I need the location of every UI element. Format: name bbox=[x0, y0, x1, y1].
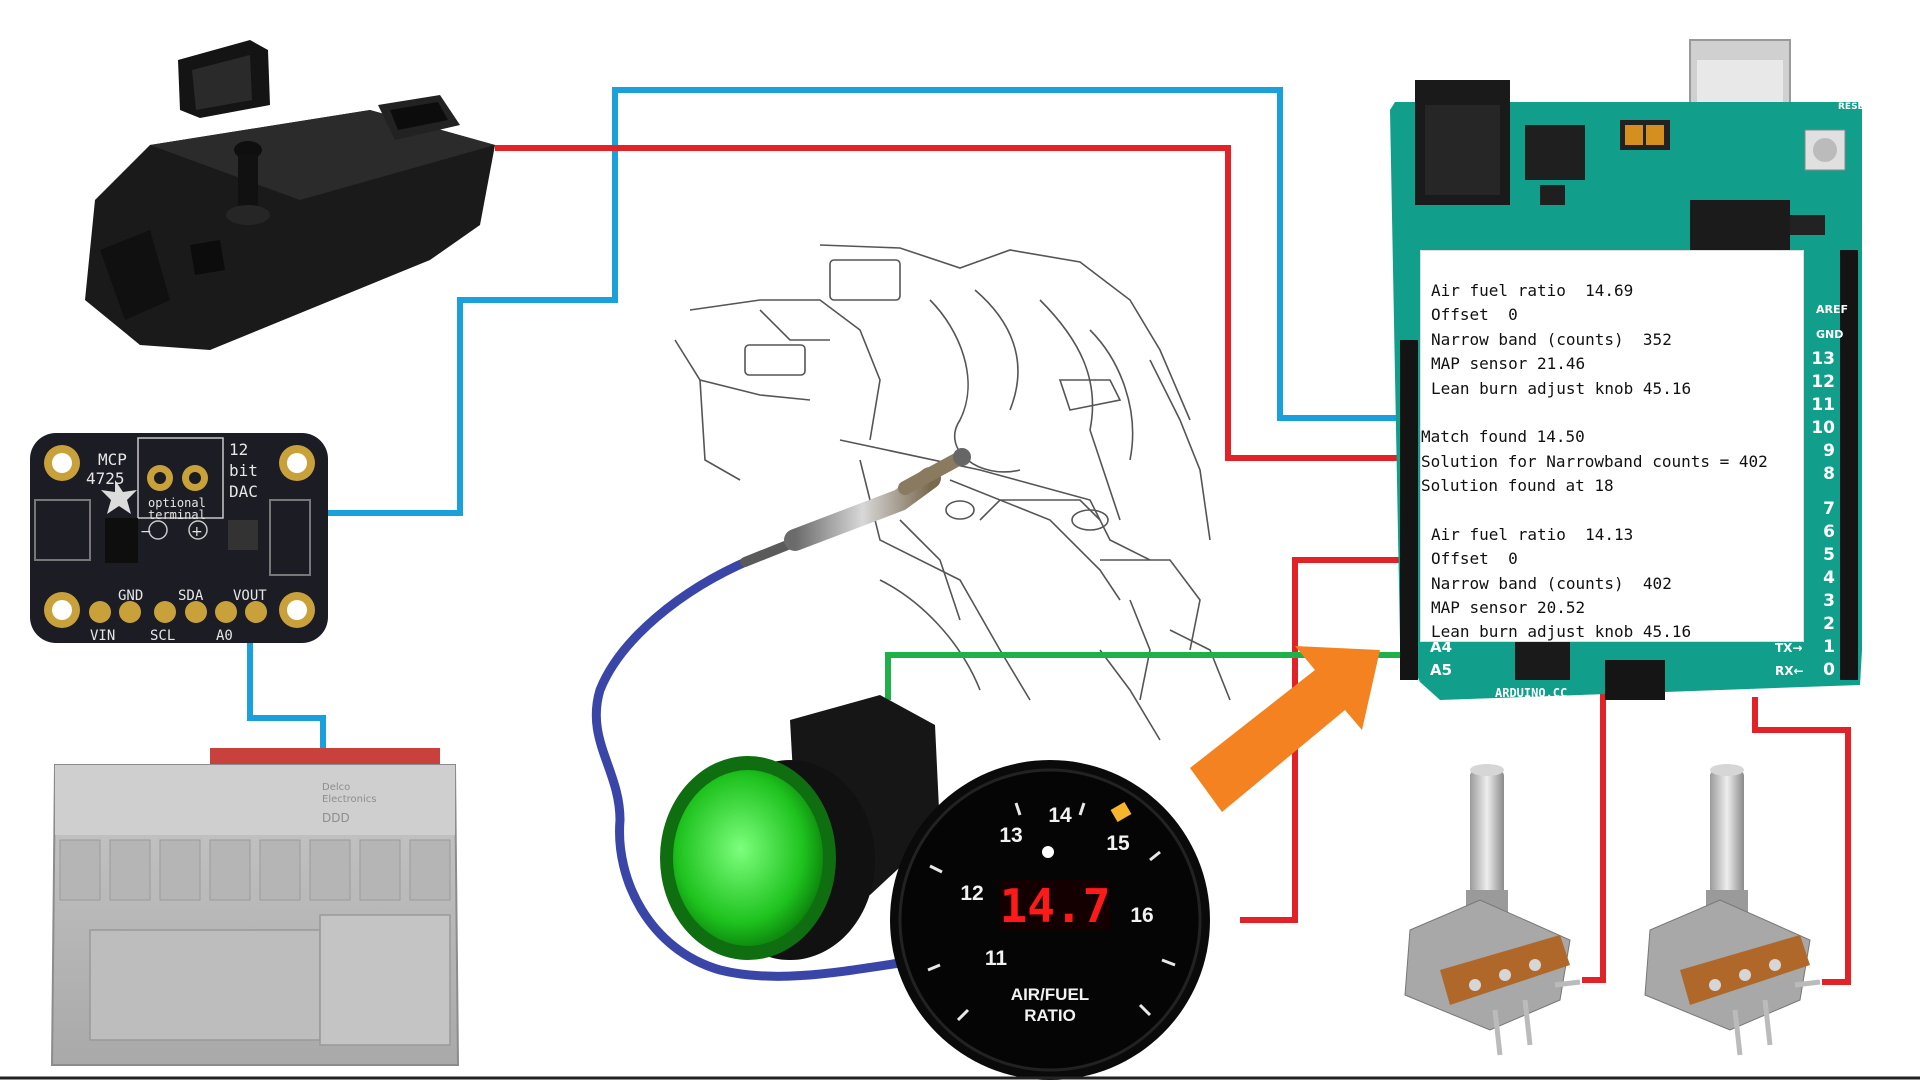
arduino-pin-8: 8 bbox=[1823, 464, 1835, 484]
arduino-pin-7: 7 bbox=[1823, 499, 1835, 519]
arduino-pin-5: 5 bbox=[1823, 545, 1835, 565]
dac-plus-icon: + bbox=[191, 524, 203, 540]
arduino-pin-11: 11 bbox=[1811, 395, 1835, 415]
arduino-gnd-label: GND bbox=[1816, 328, 1843, 341]
serial-narrowband-2: Narrow band (counts) 402 bbox=[1431, 573, 1672, 593]
ecu-brand-1: Delco bbox=[322, 782, 350, 793]
arduino-pin-3: 3 bbox=[1823, 591, 1835, 611]
arduino-reset-label: RESET bbox=[1838, 102, 1871, 112]
gauge-label-airfuel: AIR/FUEL bbox=[1011, 985, 1089, 1004]
gauge-tick-12: 12 bbox=[960, 882, 983, 905]
gauge-tick-11: 11 bbox=[985, 947, 1008, 970]
serial-knob-2: Lean burn adjust knob 45.16 bbox=[1431, 622, 1692, 642]
arduino-pin-12: 12 bbox=[1811, 372, 1835, 392]
serial-afr-1: Air fuel ratio 14.69 bbox=[1431, 281, 1634, 300]
arduino-pin-9: 9 bbox=[1823, 441, 1835, 461]
gauge-tick-14: 14 bbox=[1048, 804, 1072, 827]
signal-arrow bbox=[1190, 646, 1380, 812]
serial-map-1: MAP sensor 21.46 bbox=[1431, 354, 1586, 374]
dac-board: MCP 4725 12 bit DAC optional terminal − … bbox=[30, 433, 328, 644]
serial-afr-2: Air fuel ratio 14.13 bbox=[1431, 524, 1634, 544]
arduino-pin-13: 13 bbox=[1811, 349, 1835, 369]
arduino-pin-4: 4 bbox=[1823, 568, 1835, 588]
dac-resolution-3: DAC bbox=[229, 482, 258, 501]
serial-solution-at: Solution found at 18 bbox=[1421, 476, 1614, 496]
gauge-tick-16: 16 bbox=[1130, 904, 1153, 927]
dac-pin-sda: SDA bbox=[178, 588, 204, 604]
dac-pin-scl: SCL bbox=[150, 628, 175, 644]
serial-offset-1: Offset 0 bbox=[1431, 305, 1518, 325]
dac-pin-a0: A0 bbox=[216, 628, 233, 644]
engine-sketch bbox=[674, 244, 1231, 741]
o2-sensor bbox=[591, 448, 971, 981]
arduino-pin-10: 10 bbox=[1811, 418, 1835, 438]
wire-blue-dac-to-arduino bbox=[247, 87, 1440, 758]
serial-narrowband-1: Narrow band (counts) 352 bbox=[1431, 329, 1672, 349]
potentiometer-2 bbox=[1644, 764, 1821, 1056]
dac-terminal-2: terminal bbox=[148, 508, 206, 522]
arduino-pin-6: 6 bbox=[1823, 522, 1835, 542]
arduino-aref-label: AREF bbox=[1816, 303, 1848, 316]
dac-chip-number: 4725 bbox=[86, 469, 125, 488]
dac-chip-label: MCP bbox=[98, 450, 127, 469]
map-sensor bbox=[85, 40, 495, 350]
gauge-digital-readout: 14.7 bbox=[1000, 879, 1111, 933]
ecu-code: DDD bbox=[322, 811, 350, 825]
gauge-warning-icon bbox=[1110, 801, 1132, 823]
arduino-tx-label: TX→ bbox=[1775, 641, 1803, 655]
ecu-module: Delco Electronics DDD bbox=[50, 748, 460, 1066]
arduino-site-label: ARDUINO.CC bbox=[1495, 686, 1567, 700]
arduino-pin-0: 0 bbox=[1823, 660, 1835, 680]
led-indicator bbox=[660, 695, 940, 960]
gauge-tick-15: 15 bbox=[1106, 832, 1130, 855]
serial-monitor-output: Air fuel ratio 14.69 Offset 0 Narrow ban… bbox=[1420, 250, 1804, 642]
arduino-pin-2: 2 bbox=[1823, 614, 1835, 634]
dac-resolution-2: bit bbox=[229, 461, 258, 480]
gauge-tick-13: 13 bbox=[999, 824, 1022, 847]
gauge-label-ratio: RATIO bbox=[1024, 1006, 1076, 1025]
arduino-pin-a5: A5 bbox=[1430, 661, 1452, 679]
gauge-indicator-dot bbox=[1042, 846, 1054, 858]
afr-gauge: 13 14 15 12 16 11 14.7 AIR/FUEL RATIO bbox=[890, 760, 1210, 1080]
wire-green-led-to-arduino bbox=[885, 652, 1440, 700]
dac-pin-gnd: GND bbox=[118, 588, 143, 604]
serial-map-2: MAP sensor 20.52 bbox=[1431, 598, 1586, 618]
arduino-pin-a4: A4 bbox=[1430, 638, 1452, 656]
dac-resolution-1: 12 bbox=[229, 440, 248, 459]
serial-offset-2: Offset 0 bbox=[1431, 549, 1518, 569]
dac-pin-vout: VOUT bbox=[233, 588, 267, 604]
ecu-brand-2: Electronics bbox=[322, 794, 377, 805]
serial-solution: Solution for Narrowband counts = 402 bbox=[1421, 451, 1768, 471]
dac-minus-icon: − bbox=[140, 524, 152, 540]
dac-terminal-1: optional bbox=[148, 496, 206, 510]
serial-match-found: Match found 14.50 bbox=[1421, 427, 1585, 447]
dac-pin-vin: VIN bbox=[90, 628, 115, 644]
serial-knob-1: Lean burn adjust knob 45.16 bbox=[1431, 378, 1692, 398]
arduino-pin-1: 1 bbox=[1823, 637, 1835, 657]
potentiometer-1 bbox=[1404, 764, 1581, 1056]
arduino-rx-label: RX← bbox=[1775, 664, 1804, 678]
